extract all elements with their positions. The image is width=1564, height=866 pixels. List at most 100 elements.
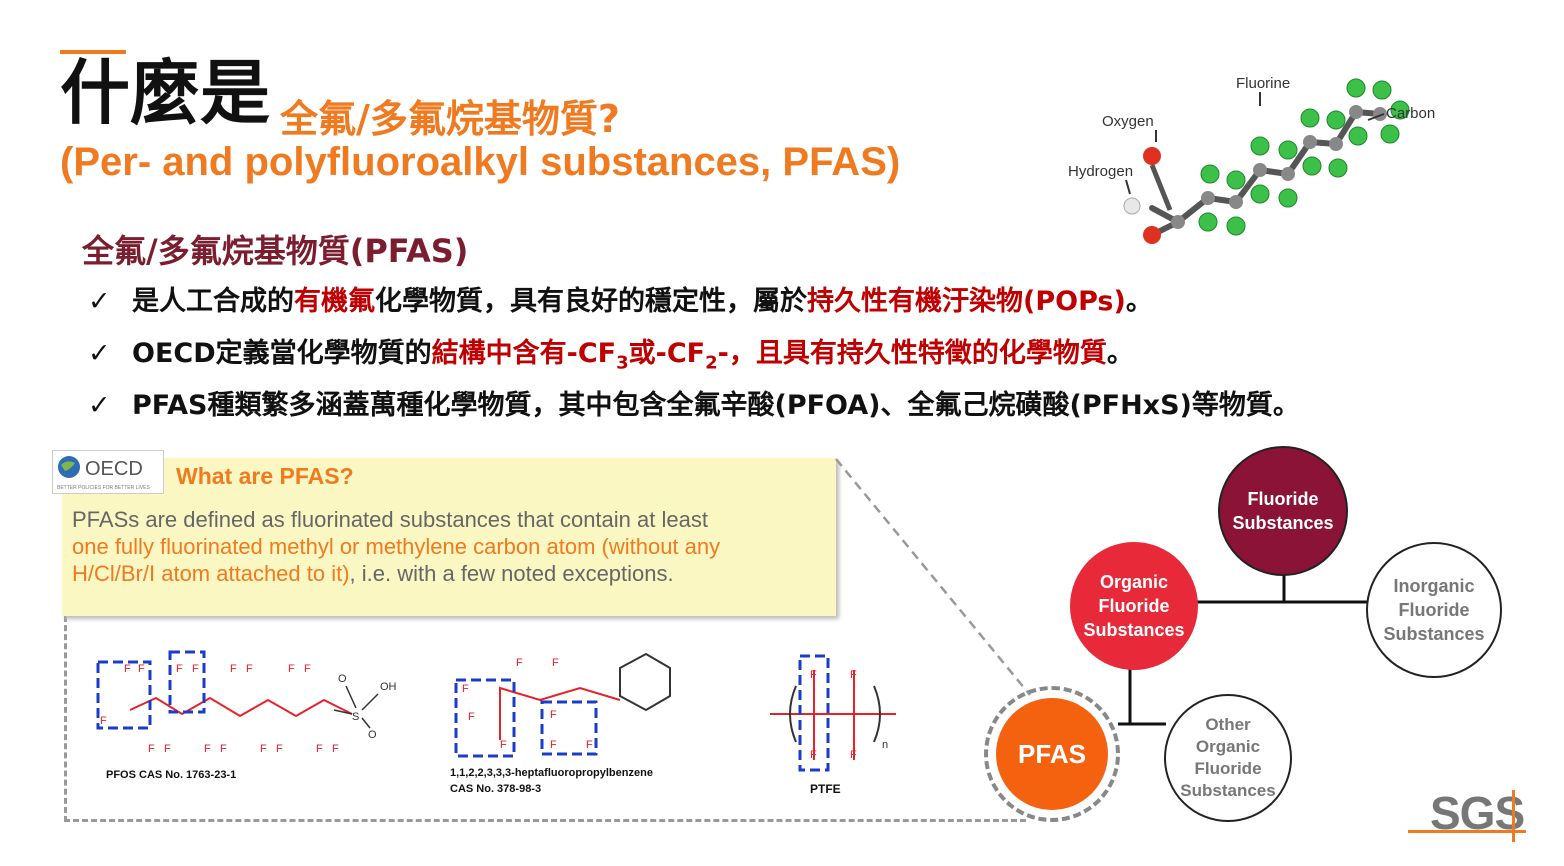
checkmark-icon: ✓: [88, 286, 111, 317]
node-label: Substances: [1083, 620, 1185, 640]
bullet-highlight: -，且具有持久性特徵的化學物質: [717, 338, 1107, 369]
bullet-list: ✓ 是人工合成的有機氟化學物質，具有良好的穩定性，屬於持久性有機汙染物(POPs)…: [88, 280, 1300, 436]
hfpb-name-label: 1,1,2,2,3,3,3-heptafluoropropylbenzene: [450, 767, 653, 779]
logo-vertical-line: [1512, 790, 1515, 842]
oecd-text-line-highlight: one fully fluorinated methyl or methylen…: [72, 534, 721, 559]
svg-text:S: S: [352, 711, 359, 723]
hydrogen-label: Hydrogen: [1068, 163, 1133, 180]
bullet-text: PFAS種類繁多涵蓋萬種化學物質，其中包含全氟辛酸(PFOA)、全氟己烷磺酸(P…: [132, 390, 1300, 421]
title-chinese-main: 什麼是: [60, 52, 270, 134]
section-subheading: 全氟/多氟烷基物質(PFAS): [82, 232, 469, 270]
svg-text:F: F: [500, 739, 507, 751]
svg-text:O: O: [338, 673, 347, 685]
checkmark-icon: ✓: [88, 390, 111, 421]
node-label: Substances: [1180, 781, 1276, 800]
pfas-molecule-illustration: Fluorine Oxygen Hydrogen Carbon: [1068, 75, 1435, 244]
node-label: Organic: [1099, 572, 1168, 592]
svg-text:F: F: [468, 711, 475, 723]
node-label: Substances: [1383, 624, 1485, 644]
svg-text:F: F: [850, 749, 857, 761]
svg-text:O: O: [368, 729, 377, 741]
svg-text:F: F: [124, 663, 131, 675]
svg-text:F: F: [276, 743, 283, 755]
callout-connector: [835, 458, 1031, 696]
svg-text:F: F: [192, 663, 199, 675]
ptfe-label: PTFE: [810, 782, 841, 796]
structures-frame: [64, 616, 1026, 822]
pfos-label: PFOS CAS No. 1763-23-1: [106, 769, 236, 781]
oecd-logo: OECD BETTER POLICIES FOR BETTER LIVES: [52, 450, 164, 494]
title-english: (Per- and polyfluoroalkyl substances, PF…: [60, 140, 901, 184]
bullet-text: 。: [1125, 286, 1153, 317]
svg-text:F: F: [462, 683, 469, 695]
node-label: Fluoride: [1194, 759, 1262, 778]
fluorine-label: Fluorine: [1236, 75, 1290, 92]
checkmark-icon: ✓: [88, 338, 111, 369]
oxygen-label: Oxygen: [1102, 113, 1154, 130]
node-label: Fluoride: [1398, 600, 1470, 620]
svg-text:F: F: [516, 657, 523, 669]
bullet-item: ✓ 是人工合成的有機氟化學物質，具有良好的穩定性，屬於持久性有機汙染物(POPs)…: [88, 280, 1300, 332]
oecd-logo-text: OECD: [85, 458, 143, 480]
oecd-definition-text: PFASs are defined as fluorinated substan…: [72, 506, 822, 587]
svg-text:F: F: [586, 739, 593, 751]
pfas-node: PFAS: [996, 698, 1108, 810]
svg-text:F: F: [204, 743, 211, 755]
svg-text:F: F: [176, 663, 183, 675]
svg-text:F: F: [850, 669, 857, 681]
bullet-highlight: 結構中含有-CF: [431, 338, 617, 369]
node-label: Fluoride: [1098, 596, 1170, 616]
oecd-text-highlight: H/Cl/Br/I atom attached to it): [72, 561, 350, 586]
svg-text:F: F: [316, 743, 323, 755]
bullet-text: 。: [1106, 338, 1134, 369]
bullet-highlight: 或-CF: [628, 338, 706, 369]
node-label: Other: [1205, 715, 1251, 734]
logo-underline: [1408, 830, 1526, 833]
svg-text:F: F: [138, 663, 145, 675]
node-label: Organic: [1195, 737, 1261, 756]
subscript: 3: [616, 352, 629, 374]
bullet-highlight: 有機氟: [294, 286, 375, 317]
svg-text:F: F: [100, 715, 107, 727]
title-chinese-sub: 全氟/多氟烷基物質?: [280, 97, 620, 141]
bullet-text: 是人工合成的: [132, 286, 294, 317]
svg-text:F: F: [332, 743, 339, 755]
svg-text:F: F: [246, 663, 253, 675]
bullet-item: ✓ OECD定義當化學物質的結構中含有-CF3或-CF2-，且具有持久性特徵的化學…: [88, 332, 1300, 384]
bullet-text: OECD定義當化學物質的: [132, 338, 432, 369]
oecd-logo-tagline: BETTER POLICIES FOR BETTER LIVES: [57, 485, 150, 491]
svg-text:F: F: [148, 743, 155, 755]
svg-text:F: F: [810, 749, 817, 761]
node-label: Fluoride: [1247, 489, 1319, 509]
svg-text:F: F: [164, 743, 171, 755]
oecd-text-rest: , i.e. with a few noted exceptions.: [349, 561, 674, 586]
node-label: Inorganic: [1393, 576, 1475, 596]
accent-bar: [60, 50, 126, 54]
subscript: 2: [705, 352, 718, 374]
svg-text:F: F: [552, 657, 559, 669]
pfas-node-ring: [984, 686, 1120, 822]
svg-text:F: F: [304, 663, 311, 675]
oecd-text-line: PFASs are defined as fluorinated substan…: [72, 507, 708, 532]
svg-text:F: F: [550, 709, 557, 721]
svg-text:n: n: [882, 739, 888, 751]
svg-text:F: F: [810, 669, 817, 681]
svg-text:F: F: [260, 743, 267, 755]
node-label: PFAS: [1018, 739, 1086, 769]
oecd-definition-box: [62, 458, 836, 616]
bullet-text: 化學物質，具有良好的穩定性，屬於: [375, 286, 807, 317]
svg-text:F: F: [230, 663, 237, 675]
oecd-box-title: What are PFAS?: [176, 463, 354, 489]
svg-text:F: F: [550, 739, 557, 751]
node-label: Substances: [1232, 513, 1334, 533]
carbon-label: Carbon: [1386, 105, 1435, 122]
bullet-item: ✓ PFAS種類繁多涵蓋萬種化學物質，其中包含全氟辛酸(PFOA)、全氟己烷磺酸(…: [88, 384, 1300, 436]
bullet-highlight: 持久性有機汙染物(POPs): [807, 286, 1126, 317]
hfpb-cas-label: CAS No. 378-98-3: [450, 783, 541, 795]
oecd-text-line: H/Cl/Br/I atom attached to it), i.e. wit…: [72, 560, 822, 587]
